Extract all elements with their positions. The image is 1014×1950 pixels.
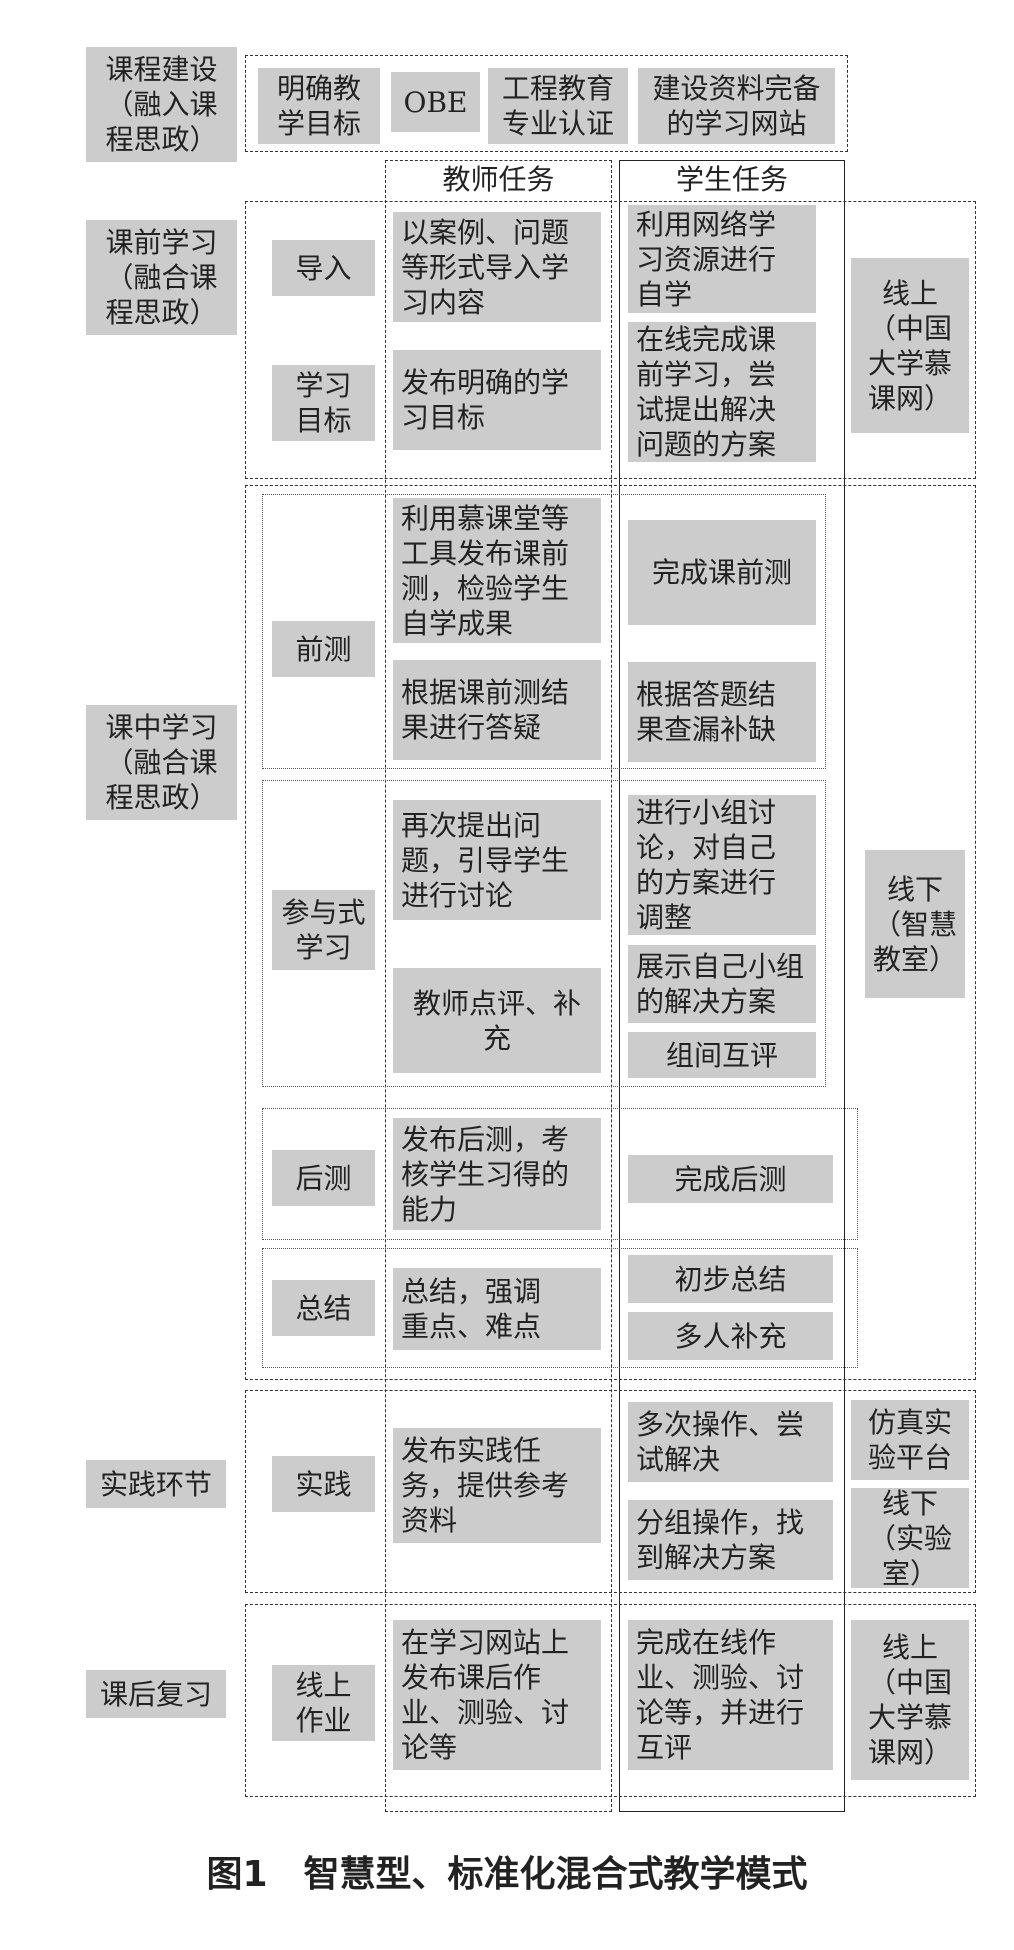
- student-task-homework: 完成在线作 业、测验、讨 论等，并进行 互评: [628, 1620, 833, 1770]
- practice-frame: [245, 1390, 976, 1593]
- stage-practice: 实践环节: [86, 1460, 226, 1508]
- posttest-frame: [262, 1108, 858, 1240]
- step-pretest: 前测: [272, 621, 375, 677]
- student-task-posttest: 完成后测: [628, 1155, 833, 1203]
- student-task-practice-1: 多次操作、尝 试解决: [628, 1402, 833, 1482]
- student-column-frame: [619, 160, 845, 1812]
- teacher-task-intro: 以案例、问题 等形式导入学 习内容: [393, 212, 601, 322]
- student-task-pretest-2: 根据答题结 果查漏补缺: [628, 662, 816, 762]
- student-task-practice-2: 分组操作，找 到解决方案: [628, 1500, 833, 1580]
- step-goal: 学习 目标: [272, 365, 375, 441]
- stage-post-class: 课后复习: [86, 1670, 226, 1718]
- stage-in-class: 课中学习 （融合课 程思政）: [86, 705, 237, 820]
- step-intro: 导入: [272, 240, 375, 296]
- step-posttest: 后测: [272, 1150, 375, 1206]
- teacher-task-summary: 总结，强调 重点、难点: [393, 1268, 601, 1350]
- student-task-participatory-3: 组间互评: [628, 1032, 816, 1078]
- course-build-frame: [245, 55, 848, 152]
- step-participatory: 参与式 学习: [272, 890, 375, 970]
- student-task-summary-2: 多人补充: [628, 1312, 833, 1360]
- student-tasks-header: 学生任务: [675, 163, 788, 196]
- teacher-task-posttest: 发布后测，考 核学生习得的 能力: [393, 1118, 601, 1230]
- student-task-participatory-2: 展示自己小组 的解决方案: [628, 945, 816, 1023]
- teacher-task-practice: 发布实践任 务，提供参考 资料: [393, 1428, 601, 1543]
- mode-practice-sim: 仿真实 验平台: [851, 1400, 969, 1480]
- in-class-frame: [245, 485, 976, 1380]
- stage-pre-class: 课前学习 （融合课 程思政）: [86, 220, 237, 335]
- step-summary: 总结: [272, 1280, 375, 1336]
- course-item-website: 建设资料完备 的学习网站: [638, 68, 835, 144]
- course-item-teaching-goal: 明确教 学目标: [258, 68, 380, 144]
- teacher-column-frame: [385, 160, 612, 1812]
- student-task-pretest-1: 完成课前测: [628, 520, 816, 625]
- summary-frame: [262, 1248, 858, 1368]
- mode-in-offline: 线下 （智慧 教室）: [865, 850, 965, 998]
- teacher-task-participatory-2: 教师点评、补充: [393, 968, 601, 1073]
- mode-practice-lab: 线下 （实验 室）: [851, 1487, 969, 1590]
- stage-course-build: 课程建设 （融入课 程思政）: [86, 47, 237, 162]
- pretest-frame: [262, 494, 826, 769]
- student-task-pre-1: 利用网络学 习资源进行 自学: [628, 205, 816, 313]
- course-item-obe: OBE: [391, 72, 480, 132]
- figure-caption: 图1 智慧型、标准化混合式教学模式: [206, 1854, 808, 1895]
- teacher-task-goal: 发布明确的学 习目标: [393, 350, 601, 450]
- teacher-task-participatory-1: 再次提出问 题，引导学生 进行讨论: [393, 800, 601, 920]
- pre-class-frame: [245, 201, 976, 479]
- teacher-task-pretest-1: 利用慕课堂等 工具发布课前 测，检验学生 自学成果: [393, 498, 601, 643]
- step-practice: 实践: [272, 1456, 375, 1512]
- mode-pre-online: 线上 （中国 大学慕 课网）: [851, 258, 969, 433]
- post-class-frame: [245, 1604, 976, 1797]
- step-online-homework: 线上 作业: [272, 1665, 375, 1741]
- student-task-summary-1: 初步总结: [628, 1255, 833, 1303]
- mode-post-online: 线上 （中国 大学慕 课网）: [851, 1620, 969, 1780]
- course-item-accreditation: 工程教育 专业认证: [488, 68, 628, 144]
- student-task-pre-2: 在线完成课 前学习，尝 试提出解决 问题的方案: [628, 322, 816, 462]
- teacher-task-pretest-2: 根据课前测结 果进行答疑: [393, 660, 601, 760]
- teacher-task-homework: 在学习网站上 发布课后作 业、测验、讨 论等: [393, 1620, 601, 1770]
- teacher-tasks-header: 教师任务: [442, 163, 555, 196]
- participatory-frame: [262, 780, 826, 1087]
- student-task-participatory-1: 进行小组讨 论，对自己 的方案进行 调整: [628, 795, 816, 935]
